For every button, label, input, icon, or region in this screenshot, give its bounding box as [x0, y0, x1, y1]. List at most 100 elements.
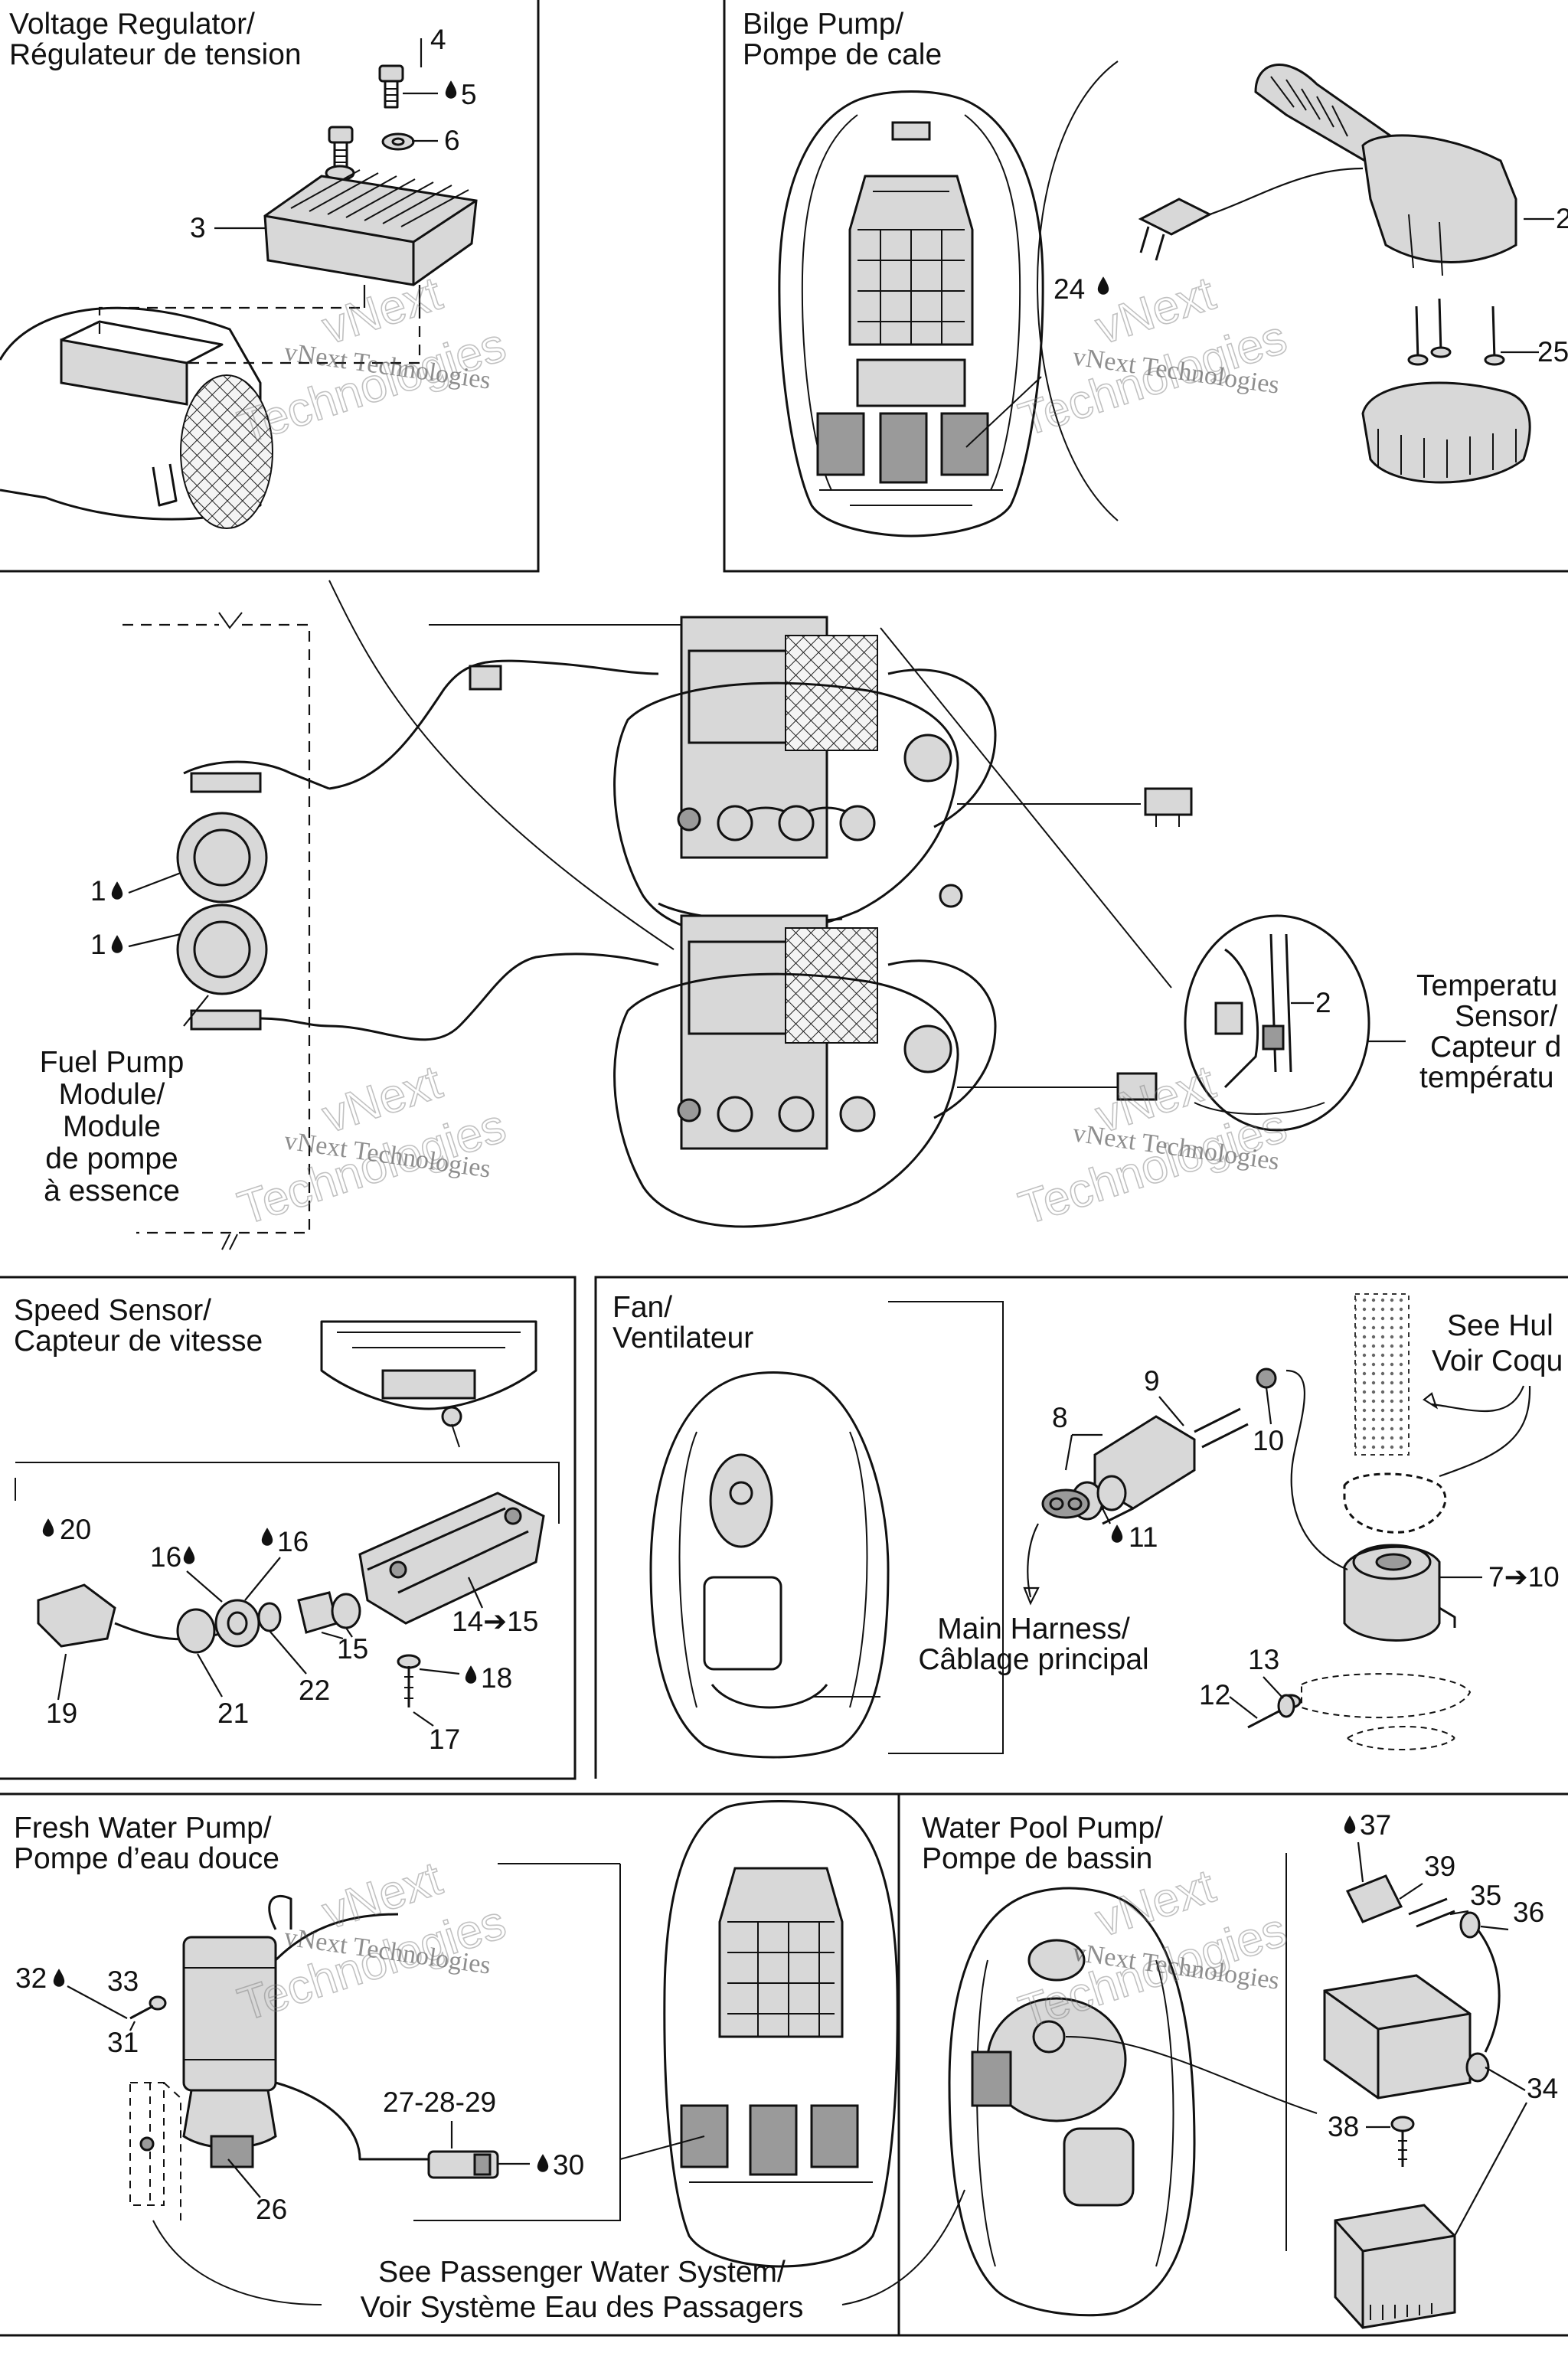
sensor-bracket-part	[358, 1492, 545, 1625]
main-harness-label: Main Harness/	[937, 1613, 1130, 1645]
callout-17: 17	[429, 1724, 460, 1755]
temperature-label-line: Temperatu	[1416, 969, 1557, 1002]
passenger-note: See Passenger Water System/	[378, 2256, 786, 2289]
callout-11: 11	[1129, 1521, 1158, 1553]
fuel-pump-label-line: Module	[63, 1110, 161, 1143]
callout-1a: 1	[90, 875, 106, 907]
callout-4: 4	[430, 24, 446, 55]
oil-drop-icon	[111, 935, 123, 953]
callout-7-10: 7➔10	[1488, 1561, 1560, 1593]
callout-30: 30	[553, 2149, 584, 2181]
oil-drop-icon	[42, 1518, 54, 1537]
fresh-water-title-fr: Pompe d’eau douce	[14, 1842, 279, 1875]
fuel-pump-module-part	[176, 760, 330, 1031]
oil-drop-icon	[537, 2154, 549, 2172]
fan-title-fr: Ventilateur	[612, 1322, 753, 1354]
callout-18: 18	[481, 1662, 512, 1694]
callout-8: 8	[1052, 1402, 1068, 1433]
engine-top	[613, 616, 997, 937]
callout-27-28-29: 27-28-29	[383, 2086, 496, 2118]
callout-24: 24	[1054, 273, 1085, 305]
callout-6: 6	[444, 125, 460, 156]
voltage-regulator-part	[263, 169, 478, 286]
fresh-water-connector-part	[427, 2150, 530, 2179]
pump-base-part	[1361, 381, 1531, 484]
callout-16b: 16	[277, 1526, 309, 1557]
oil-drop-icon	[1111, 1524, 1123, 1543]
hull-rear-view	[320, 1320, 537, 1448]
water-pool-title-en: Water Pool Pump/	[922, 1812, 1163, 1845]
pump-housing-part	[1334, 2204, 1456, 2329]
speed-sensor-title-en: Speed Sensor/	[14, 1294, 211, 1327]
fuel-pump-label: Fuel Pump Module/ Module de pompe à esse…	[40, 1046, 185, 1207]
screw-part	[397, 1654, 421, 1707]
callout-5: 5	[461, 79, 477, 110]
callout-20: 20	[60, 1514, 91, 1545]
speed-sensor-title-fr: Capteur de vitesse	[14, 1325, 263, 1358]
callout-37: 37	[1360, 1809, 1391, 1841]
fuel-pump-label-line: de pompe	[45, 1142, 178, 1175]
watercraft-top-view	[663, 1800, 899, 2268]
callout-31: 31	[107, 2027, 139, 2058]
screw-part	[1390, 2116, 1415, 2167]
callout-21: 21	[217, 1698, 249, 1729]
callout-16a: 16	[150, 1541, 181, 1573]
bilge-pump-panel: Bilge Pump/ Pompe de cale	[743, 8, 1568, 538]
speed-sensor-part	[37, 1583, 230, 1648]
bilge-pump-title-en: Bilge Pump/	[743, 8, 903, 41]
temperature-label-line: températu	[1419, 1061, 1554, 1094]
fuel-pump-label-line: Fuel Pump	[40, 1046, 185, 1079]
fan-connector-part	[1070, 1368, 1277, 1525]
temperature-label: Temperatu Sensor/ Capteur d températu	[1416, 969, 1561, 1094]
watercraft-top-view	[778, 90, 1044, 538]
screw-part	[1407, 298, 1505, 366]
callout-10: 10	[1253, 1425, 1284, 1456]
callout-38: 38	[1328, 2111, 1359, 2142]
temperature-sensor-inset	[1184, 914, 1370, 1132]
passenger-note: Voir Système Eau des Passagers	[361, 2291, 804, 2324]
callout-2-temp: 2	[1315, 987, 1331, 1018]
oil-drop-icon	[261, 1528, 273, 1546]
temperature-label-line: Capteur d	[1430, 1031, 1561, 1064]
oil-drop-icon	[1097, 276, 1109, 295]
callout-22: 22	[299, 1675, 330, 1706]
water-pool-pump-panel: Water Pool Pump/ Pompe de bassin 37 39 3…	[922, 1809, 1558, 2329]
oil-drop-icon	[465, 1665, 477, 1684]
main-engine-diagram: 1 1 Fuel Pump Module/ Module de pompe à …	[40, 580, 1561, 1250]
see-hull-label: Voir Coqu	[1432, 1345, 1563, 1377]
clamp-screw-part	[1247, 1694, 1302, 1729]
callout-3: 3	[190, 212, 206, 243]
callout-25: 25	[1537, 336, 1568, 368]
callout-34: 34	[1527, 2073, 1558, 2104]
fan-part	[1301, 1293, 1472, 1750]
callout-12: 12	[1199, 1679, 1230, 1711]
pool-connector-part	[1345, 1874, 1481, 1939]
see-hull-label: See Hul	[1447, 1309, 1553, 1342]
fresh-water-pump-part	[182, 1894, 436, 2168]
pump-bracket-part	[129, 2082, 181, 2220]
screw-part	[129, 1995, 167, 2020]
fan-panel: Fan/ Ventilateur 8 9 10	[612, 1291, 1563, 1759]
oil-drop-icon	[111, 881, 123, 900]
fan-title-en: Fan/	[612, 1291, 672, 1324]
watercraft-top-view	[649, 1371, 890, 1759]
voltage-regulator-title-fr: Régulateur de tension	[9, 38, 302, 71]
temperature-label-line: Sensor/	[1455, 1000, 1558, 1033]
oil-drop-icon	[53, 1969, 65, 1987]
fuel-pump-label-line: à essence	[44, 1175, 180, 1207]
callout-14-15: 14➔15	[452, 1606, 538, 1637]
callout-32: 32	[15, 1962, 47, 1994]
watercraft-top-view	[948, 1887, 1196, 2317]
oil-drop-icon	[445, 80, 457, 99]
grommet-part	[1041, 1488, 1090, 1519]
voltage-regulator-title-en: Voltage Regulator/	[9, 8, 255, 41]
pool-pump-part	[1323, 1929, 1501, 2099]
oil-drop-icon	[183, 1546, 195, 1564]
callout-39: 39	[1424, 1851, 1455, 1882]
callout-13: 13	[1248, 1644, 1279, 1675]
fresh-water-title-en: Fresh Water Pump/	[14, 1812, 272, 1845]
watermarks: vNext Technologies vNext Technologies vN…	[231, 266, 1293, 2040]
